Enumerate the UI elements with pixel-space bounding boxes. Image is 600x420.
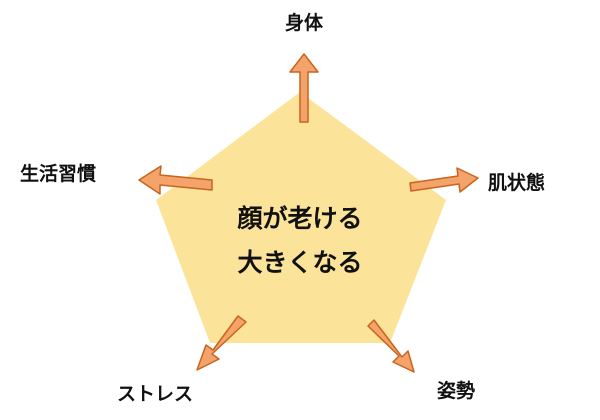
arrow-right-skin <box>409 167 479 193</box>
factor-label-body: 身体 <box>285 12 324 34</box>
factor-label-stress: ストレス <box>117 383 194 405</box>
center-text-line-2: 大きくなる <box>237 248 363 277</box>
factor-label-lifestyle: 生活習慣 <box>20 163 97 185</box>
arrow-down-right-posture <box>367 319 415 373</box>
arrow-up-body <box>289 53 319 123</box>
arrow-left-lifestyle <box>138 165 213 195</box>
factor-label-posture: 姿勢 <box>437 380 476 402</box>
center-pentagon <box>156 92 446 343</box>
arrow-down-left-stress <box>196 315 247 371</box>
center-text-line-1: 顔が老ける <box>237 204 363 233</box>
factor-label-skin: 肌状態 <box>488 172 546 194</box>
